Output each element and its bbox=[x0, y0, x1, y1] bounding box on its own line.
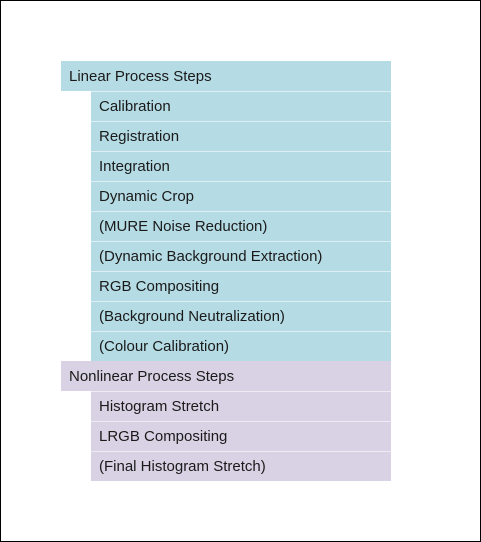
linear-step-mure-noise-reduction: (MURE Noise Reduction) bbox=[91, 211, 391, 241]
nonlinear-step-histogram-stretch: Histogram Stretch bbox=[91, 391, 391, 421]
linear-step-dynamic-background-extraction: (Dynamic Background Extraction) bbox=[91, 241, 391, 271]
linear-process-group: Linear Process Steps Calibration Registr… bbox=[61, 61, 391, 361]
linear-step-calibration: Calibration bbox=[91, 91, 391, 121]
linear-step-rgb-compositing: RGB Compositing bbox=[91, 271, 391, 301]
linear-step-registration: Registration bbox=[91, 121, 391, 151]
nonlinear-step-final-histogram-stretch: (Final Histogram Stretch) bbox=[91, 451, 391, 481]
nonlinear-process-header: Nonlinear Process Steps bbox=[61, 361, 391, 391]
linear-process-header: Linear Process Steps bbox=[61, 61, 391, 91]
linear-step-background-neutralization: (Background Neutralization) bbox=[91, 301, 391, 331]
linear-step-colour-calibration: (Colour Calibration) bbox=[91, 331, 391, 361]
linear-step-integration: Integration bbox=[91, 151, 391, 181]
linear-step-dynamic-crop: Dynamic Crop bbox=[91, 181, 391, 211]
nonlinear-step-lrgb-compositing: LRGB Compositing bbox=[91, 421, 391, 451]
nonlinear-process-group: Nonlinear Process Steps Histogram Stretc… bbox=[61, 361, 391, 481]
